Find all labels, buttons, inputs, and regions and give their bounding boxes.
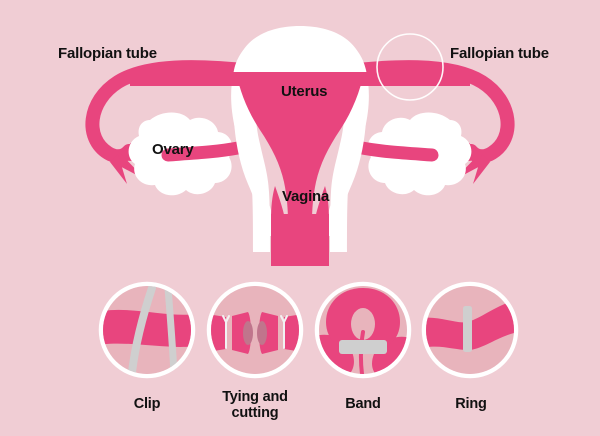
method-label-tying-line1: Tying and (222, 389, 288, 405)
method-circle-band[interactable] (314, 281, 412, 379)
label-vagina: Vagina (282, 188, 330, 205)
label-fallopian-tube-right: Fallopian tube (450, 45, 549, 62)
ovarian-ligament-left (161, 141, 245, 162)
uterus-outer-wall (231, 26, 369, 252)
label-uterus: Uterus (281, 83, 328, 100)
tube-highlight-circle (376, 33, 444, 101)
method-label-ring: Ring (455, 396, 487, 412)
label-ovary: Ovary (152, 141, 194, 158)
method-circle-clip[interactable] (98, 281, 196, 379)
method-circle-tying-and-cutting[interactable] (206, 281, 304, 379)
method-label-clip: Clip (133, 396, 161, 412)
method-label-band: Band (345, 396, 381, 412)
uterus-cavity-and-vagina (130, 72, 470, 266)
method-label-tying-line2: cutting (231, 405, 279, 422)
label-fallopian-tube-left: Fallopian tube (58, 45, 157, 62)
ovarian-ligament-right (355, 141, 439, 162)
method-circle-ring[interactable] (421, 281, 519, 379)
method-label-tying-and-cutting: Tying and cutting (190, 389, 320, 421)
